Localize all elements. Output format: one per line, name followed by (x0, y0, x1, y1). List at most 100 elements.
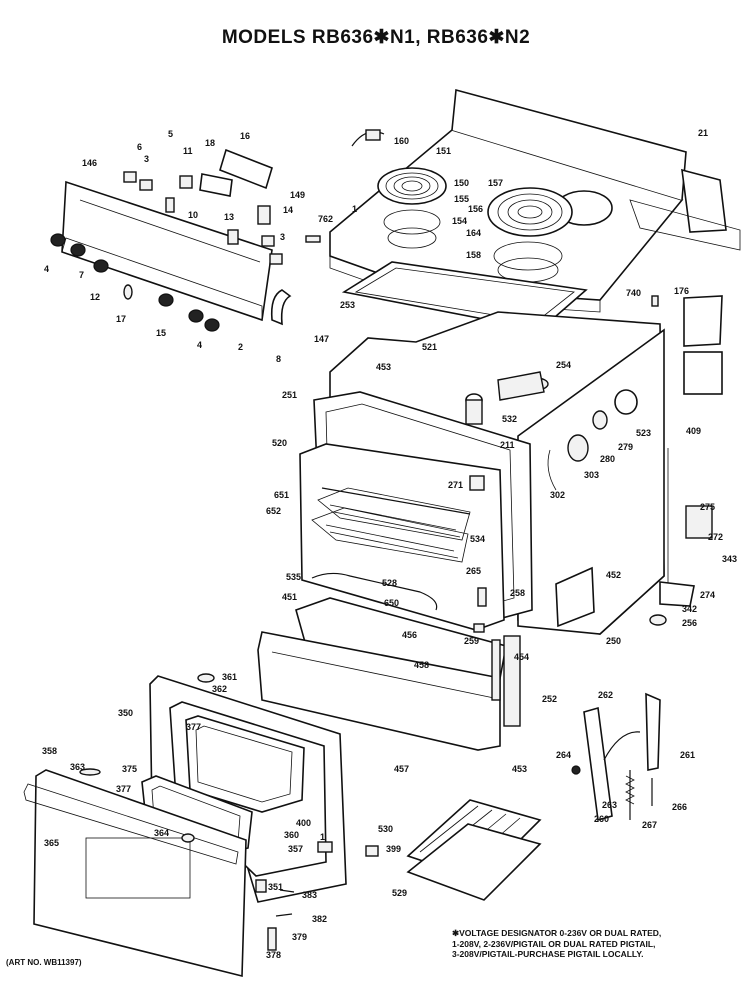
part-label: 256 (682, 618, 697, 628)
footnote-line: 1-208V, 2-236V/PIGTAIL OR DUAL RATED PIG… (452, 938, 656, 949)
part-label: 251 (282, 390, 297, 400)
part-label: 456 (402, 630, 417, 640)
part-label: 3 (144, 154, 149, 164)
part-label: 1 (320, 832, 325, 842)
part-label: 652 (266, 506, 281, 516)
drip-tray (341, 261, 588, 331)
part-label: 534 (470, 534, 485, 544)
part-label: 267 (642, 820, 657, 830)
part-label: 303 (584, 470, 599, 480)
part-label: 258 (510, 588, 525, 598)
part-label: 520 (272, 438, 287, 448)
part-label: 452 (606, 570, 621, 580)
part-label: 156 (468, 204, 483, 214)
oven-racks (311, 487, 471, 611)
diagram-title: MODELS RB636✱N1, RB636✱N2 (221, 27, 531, 48)
part-label: 382 (312, 914, 327, 924)
part-label: 3 (280, 232, 285, 242)
part-label: 523 (636, 428, 651, 438)
part-label: 252 (542, 694, 557, 704)
part-label: 362 (212, 684, 227, 694)
surface-units (351, 129, 573, 283)
panel-switches (123, 148, 321, 326)
oven-elements (465, 371, 549, 633)
art-number: (ART NO. WB11397) (6, 958, 82, 967)
part-label: 176 (674, 286, 689, 296)
part-label: 740 (626, 288, 641, 298)
part-label: 343 (722, 554, 737, 564)
door-hinges (571, 692, 661, 822)
part-label: 4 (44, 264, 49, 274)
part-label: 529 (392, 888, 407, 898)
part-label: 383 (302, 890, 317, 900)
part-label: 453 (376, 362, 391, 372)
voltage-footnote: ✱VOLTAGE DESIGNATOR 0-236V OR DUAL RATED… (452, 928, 742, 960)
part-label: 14 (283, 205, 293, 215)
part-label: 151 (436, 146, 451, 156)
part-label: 7 (79, 270, 84, 280)
part-label: 399 (386, 844, 401, 854)
part-label: 365 (44, 838, 59, 848)
oven-door-frame (299, 443, 505, 631)
part-label: 265 (466, 566, 481, 576)
part-label: 363 (70, 762, 85, 772)
part-label: 357 (288, 844, 303, 854)
part-label: 17 (116, 314, 126, 324)
part-label: 379 (292, 932, 307, 942)
footnote-line: ✱VOLTAGE DESIGNATOR 0-236V OR DUAL RATED… (452, 928, 662, 938)
part-label: 18 (205, 138, 215, 148)
part-label: 146 (82, 158, 97, 168)
part-label: 302 (550, 490, 565, 500)
part-label: 5 (168, 129, 173, 139)
part-label: 157 (488, 178, 503, 188)
part-label: 262 (598, 690, 613, 700)
part-label: 263 (602, 800, 617, 810)
part-label: 253 (340, 300, 355, 310)
part-label: 147 (314, 334, 329, 344)
part-label: 13 (224, 212, 234, 222)
part-label: 4 (197, 340, 202, 350)
part-label: 457 (394, 764, 409, 774)
part-label: 375 (122, 764, 137, 774)
part-label: 160 (394, 136, 409, 146)
part-label: 271 (448, 480, 463, 490)
part-label: 521 (422, 342, 437, 352)
part-label: 275 (700, 502, 715, 512)
part-label: 259 (464, 636, 479, 646)
control-knobs (50, 233, 220, 332)
part-label: 150 (454, 178, 469, 188)
part-label: 15 (156, 328, 166, 338)
part-label: 261 (680, 750, 695, 760)
part-label: 279 (618, 442, 633, 452)
part-label: 274 (700, 590, 715, 600)
part-label: 266 (672, 802, 687, 812)
part-label: 378 (266, 950, 281, 960)
part-label: 400 (296, 818, 311, 828)
part-label: 528 (382, 578, 397, 588)
footnote-line: 3-208V/PIGTAIL-PURCHASE PIGTAIL LOCALLY. (452, 949, 644, 959)
part-label: 16 (240, 131, 250, 141)
part-label: 451 (282, 592, 297, 602)
part-label: 453 (512, 764, 527, 774)
control-panel (61, 180, 273, 322)
part-label: 21 (698, 128, 708, 138)
broiler-drawer (257, 597, 521, 751)
part-label: 377 (116, 784, 131, 794)
part-label: 250 (606, 636, 621, 646)
part-label: 650 (384, 598, 399, 608)
part-label: 360 (284, 830, 299, 840)
broiler-pan (406, 799, 542, 901)
part-label: 409 (686, 426, 701, 436)
part-label: 458 (414, 660, 429, 670)
oven-door (23, 675, 379, 978)
part-label: 530 (378, 824, 393, 834)
part-label: 651 (274, 490, 289, 500)
part-label: 254 (556, 360, 571, 370)
part-label: 535 (286, 572, 301, 582)
part-label: 2 (238, 342, 243, 352)
part-label: 361 (222, 672, 237, 682)
part-label: 454 (514, 652, 529, 662)
part-label: 377 (186, 722, 201, 732)
door-hardware (197, 673, 333, 951)
